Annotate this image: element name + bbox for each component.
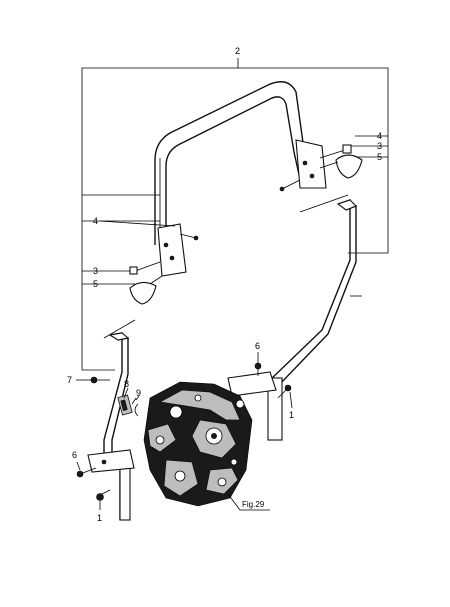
callout-3-top: 3 <box>377 141 382 151</box>
roll-bar-hoop <box>154 81 313 245</box>
callout-1-right: 1 <box>289 410 294 420</box>
lower-bracket-right <box>227 362 292 399</box>
engine-block <box>143 381 270 511</box>
callout-6-mid: 6 <box>255 341 260 351</box>
callout-1-low: 1 <box>97 513 102 523</box>
callout-2: 2 <box>235 46 240 56</box>
figure-reference: Fig.29 <box>242 500 265 509</box>
callout-5-top: 5 <box>377 152 382 162</box>
callout-9: 9 <box>136 388 141 398</box>
callout-7: 7 <box>67 375 72 385</box>
callout-8: 8 <box>124 379 129 389</box>
callout-4-left: 4 <box>93 216 98 226</box>
support-bar-left <box>103 332 131 521</box>
assembly-bracket-2 <box>81 58 389 371</box>
callout-3-left: 3 <box>93 266 98 276</box>
mount-plate-left <box>129 223 199 305</box>
callout-5-left: 5 <box>93 279 98 289</box>
alignment-guides <box>103 194 349 339</box>
mount-plate-right <box>279 139 363 192</box>
callout-6-low: 6 <box>72 450 77 460</box>
small-parts-7-8-9 <box>90 376 139 417</box>
leader-lines <box>76 220 293 510</box>
callout-4-top: 4 <box>377 131 382 141</box>
lower-bracket-left <box>76 449 135 501</box>
support-bar-right <box>267 199 362 441</box>
